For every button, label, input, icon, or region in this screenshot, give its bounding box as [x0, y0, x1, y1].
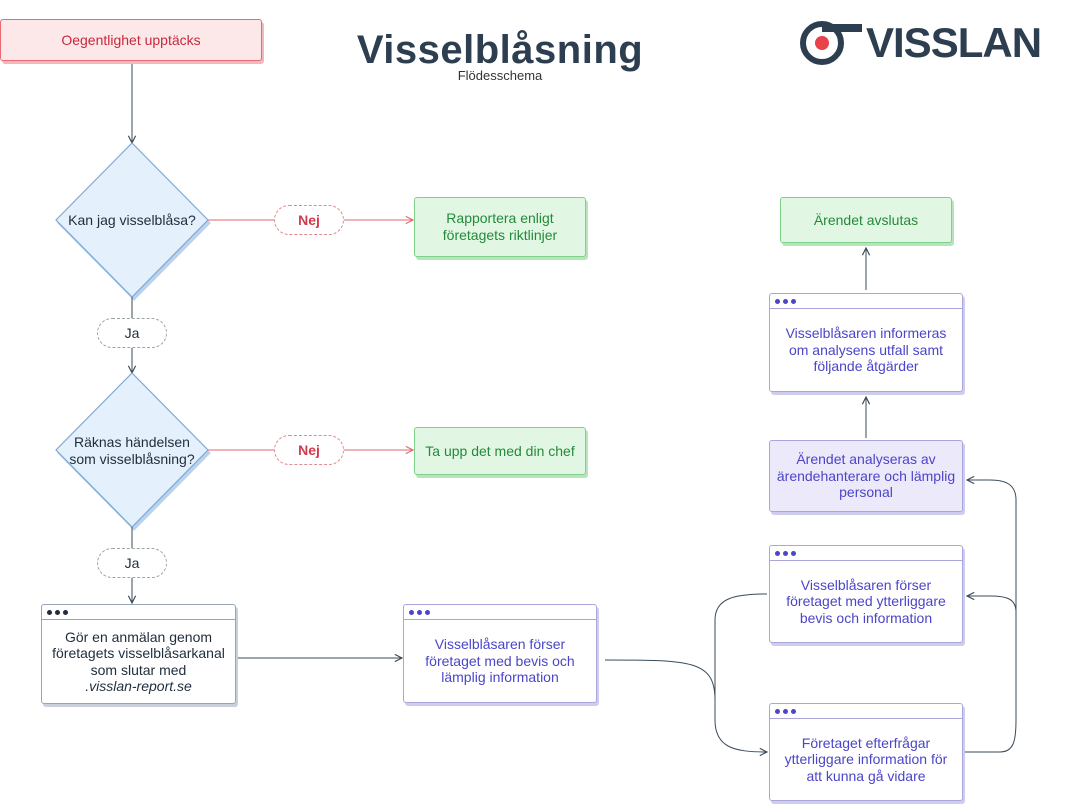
- logo-text: VISSLAN: [866, 19, 1042, 66]
- result-manager: Ta upp det med din chef: [414, 427, 586, 475]
- request-more-label: Företaget efterfrågar ytterliggare infor…: [784, 734, 948, 784]
- provide-label: Visselblåsaren förser företaget med bevi…: [425, 636, 575, 686]
- result-guidelines-label: Rapportera enligt företagets riktlinjer: [442, 210, 558, 243]
- no-pill-q2: Nej: [274, 435, 344, 465]
- window-dots-icon: [404, 605, 596, 620]
- provide-more-label: Visselblåsaren förser företaget med ytte…: [786, 576, 946, 626]
- start-node: Oegentlighet upptäcks: [0, 19, 262, 61]
- page-subtitle: Flödesschema: [457, 68, 543, 83]
- request-more-node: Företaget efterfrågar ytterliggare infor…: [769, 703, 963, 801]
- connector-request-providemore: [965, 596, 1017, 753]
- decision-q1-label: Kan jag visselblåsa?: [68, 211, 196, 228]
- provide-node: Visselblåsaren förser företaget med bevi…: [403, 604, 597, 703]
- inform-label: Visselblåsaren informeras om analysens u…: [785, 325, 947, 375]
- whistle-icon: [800, 21, 862, 65]
- window-dots-icon: [770, 546, 962, 561]
- report-label: Gör en anmälan genom företagets visselbl…: [52, 628, 225, 678]
- brand-logo: VISSLAN: [800, 19, 1042, 66]
- no-pill-q1: Nej: [274, 205, 344, 235]
- analyze-node: Ärendet analyseras av ärendehanterare oc…: [769, 440, 963, 512]
- connector-provide-request: [604, 659, 767, 752]
- yes-pill-q1: Ja: [97, 318, 167, 348]
- yes-pill-q2: Ja: [97, 548, 167, 578]
- result-manager-label: Ta upp det med din chef: [425, 442, 575, 459]
- result-guidelines: Rapportera enligt företagets riktlinjer: [414, 197, 586, 257]
- connector-provide-providemore: [714, 593, 768, 640]
- provide-more-node: Visselblåsaren förser företaget med ytte…: [769, 545, 963, 643]
- start-label: Oegentlighet upptäcks: [61, 31, 201, 48]
- analyze-label: Ärendet analyseras av ärendehanterare oc…: [776, 451, 956, 501]
- page-title: Visselblåsning: [356, 28, 644, 72]
- result-closed-label: Ärendet avslutas: [813, 211, 919, 228]
- window-dots-icon: [770, 704, 962, 719]
- decision-q2-label: Räknas händelsen som visselblåsning?: [69, 434, 195, 467]
- window-dots-icon: [42, 605, 235, 620]
- report-node: Gör en anmälan genom företagets visselbl…: [41, 604, 236, 704]
- report-domain: .visslan-report.se: [85, 678, 192, 694]
- inform-node: Visselblåsaren informeras om analysens u…: [769, 293, 963, 392]
- connector-loop-analyze: [967, 480, 1017, 612]
- window-dots-icon: [770, 294, 962, 309]
- result-closed: Ärendet avslutas: [780, 197, 952, 243]
